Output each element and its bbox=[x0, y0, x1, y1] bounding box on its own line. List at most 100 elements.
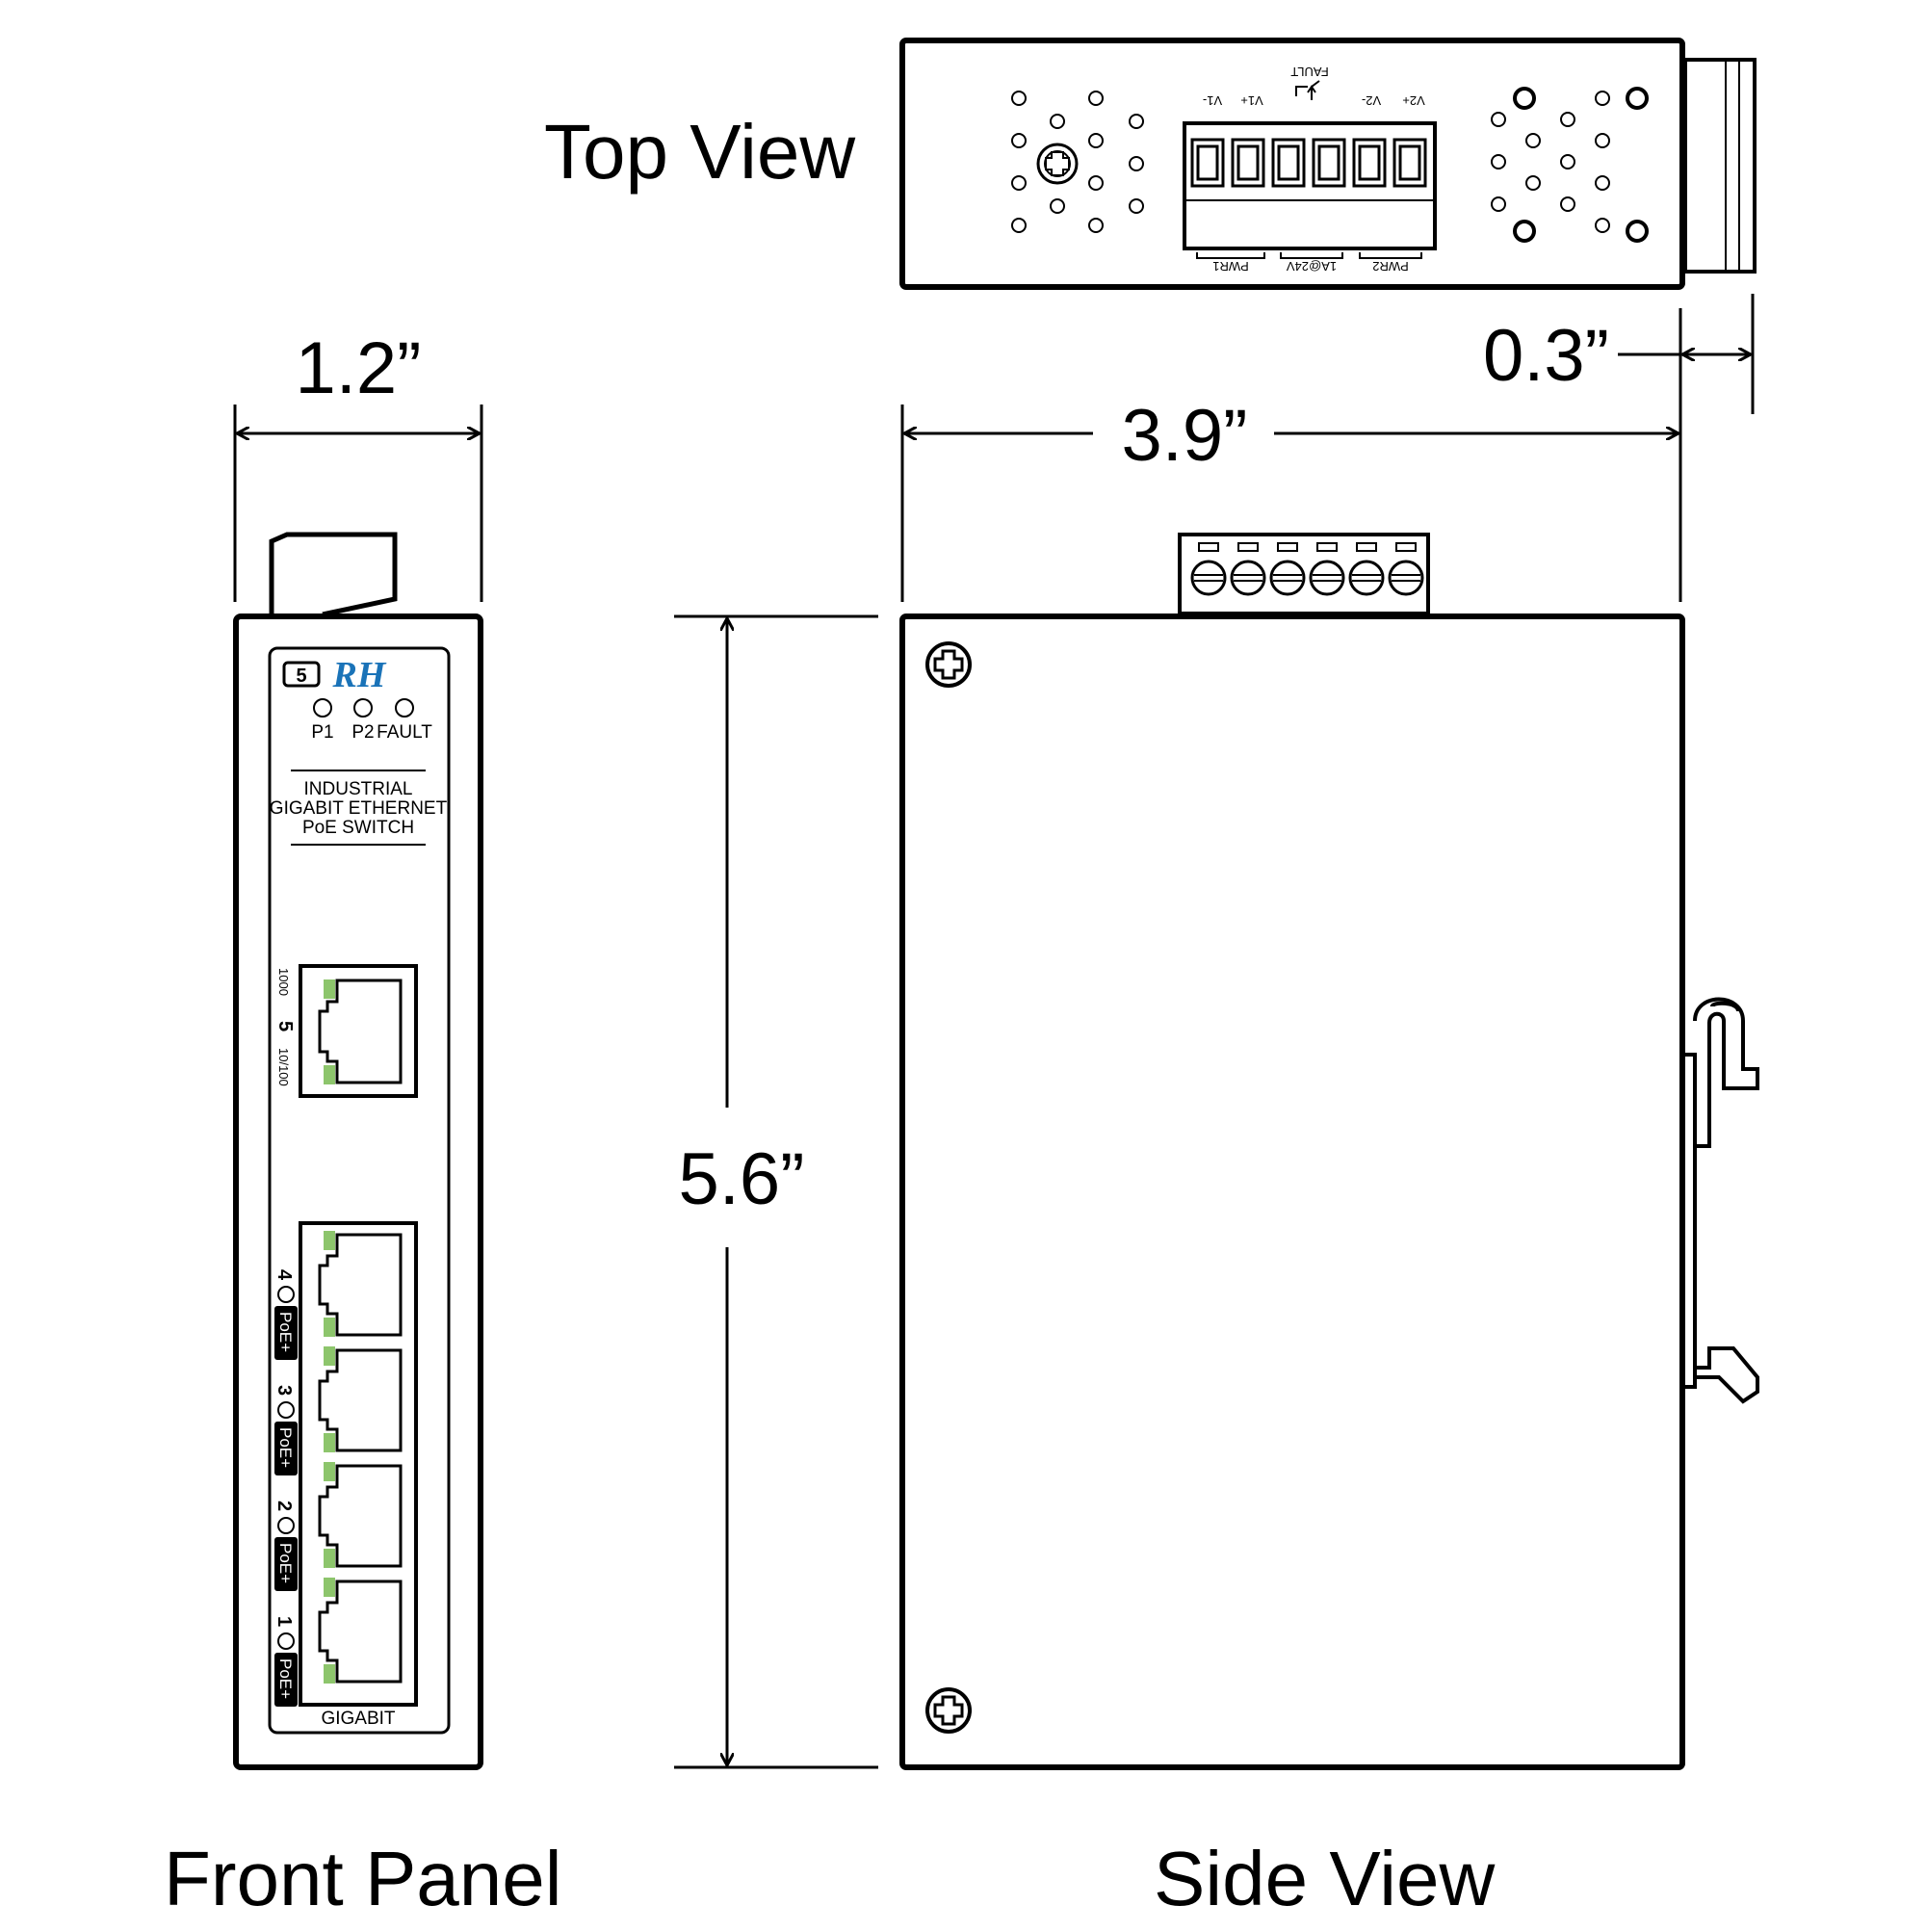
height-dimension-label: 5.6” bbox=[679, 1138, 805, 1220]
uplink-speed-high: 1000 bbox=[276, 968, 291, 996]
side-housing bbox=[899, 614, 1685, 1770]
led-fault-icon bbox=[395, 698, 414, 718]
side-screw-top-icon bbox=[925, 641, 972, 688]
terminal-plug-front bbox=[269, 532, 398, 617]
brand-logo: RH bbox=[332, 655, 387, 695]
side-screw-bottom-icon bbox=[925, 1687, 972, 1734]
din-clip-dimension: 0.3” bbox=[1483, 294, 1755, 414]
status-leds bbox=[313, 698, 414, 718]
led-p1-icon bbox=[313, 698, 332, 718]
din-clip-dimension-label: 0.3” bbox=[1483, 315, 1609, 397]
group-label-rating: 1A@24V bbox=[1287, 259, 1338, 274]
side-view bbox=[899, 533, 1759, 1770]
port-led-icon bbox=[324, 1549, 335, 1568]
din-clip-top bbox=[1683, 58, 1757, 274]
pin-label-v1-plus: V1+ bbox=[1240, 93, 1263, 108]
pin-label-v2-minus: V2- bbox=[1362, 93, 1381, 108]
terminal-slots bbox=[1190, 138, 1427, 188]
led-label-p1: P1 bbox=[311, 722, 333, 743]
product-line-3: PoE SWITCH bbox=[302, 818, 414, 838]
terminal-slot-inner bbox=[1317, 144, 1340, 181]
poe-badge bbox=[274, 1306, 298, 1360]
depth-dimension: 3.9” bbox=[900, 308, 1682, 602]
pin-label-v2-plus: V2+ bbox=[1402, 93, 1425, 108]
top-view-label: Top View bbox=[544, 109, 855, 195]
poe-badge-text: PoE+ bbox=[276, 1312, 295, 1352]
top-view: V1- V1+ FAULT V2- V2+ PWR1 1A@24V PWR2 bbox=[899, 38, 1757, 290]
pin-label-fault: FAULT bbox=[1290, 65, 1329, 79]
din-rail-clip bbox=[1680, 997, 1759, 1404]
port-group-label: GIGABIT bbox=[321, 1709, 395, 1729]
front-panel: 5 RH P1 P2 FAULT INDUSTRIAL GIGABIT ETHE… bbox=[233, 532, 483, 1770]
width-dimension: 1.2” bbox=[233, 327, 483, 602]
terminal-release-slot bbox=[1237, 542, 1259, 552]
group-label-pwr1: PWR1 bbox=[1212, 259, 1249, 274]
pin-label-v1-minus: V1- bbox=[1203, 93, 1222, 108]
port-led-icon bbox=[324, 1065, 335, 1084]
led-p2-icon bbox=[353, 698, 373, 718]
terminal-release-slot bbox=[1277, 542, 1298, 552]
poe-port-number: 1 bbox=[273, 1616, 295, 1627]
poe-badge bbox=[274, 1537, 298, 1591]
port-led-icon bbox=[324, 1346, 335, 1366]
poe-led-icon bbox=[277, 1286, 295, 1303]
port-led-icon bbox=[324, 1231, 335, 1250]
terminal-group-labels: PWR1 1A@24V PWR2 bbox=[1196, 252, 1422, 274]
model-badge-text: 5 bbox=[296, 666, 306, 687]
terminal-release-slot bbox=[1395, 542, 1417, 552]
product-line-2: GIGABIT ETHERNET bbox=[270, 798, 448, 819]
poe-badge-text: PoE+ bbox=[276, 1543, 295, 1583]
poe-led-icon bbox=[277, 1632, 295, 1650]
port-led-icon bbox=[324, 979, 335, 999]
side-view-label: Side View bbox=[1154, 1836, 1496, 1921]
model-badge: 5 bbox=[282, 661, 321, 688]
top-vents-left bbox=[1011, 91, 1144, 233]
depth-dimension-label: 3.9” bbox=[1122, 395, 1248, 477]
terminal-release-slot bbox=[1316, 542, 1338, 552]
port-led-icon bbox=[324, 1578, 335, 1597]
terminal-screw-icon bbox=[1230, 560, 1266, 596]
terminal-screw-icon bbox=[1309, 560, 1345, 596]
port-led-icon bbox=[324, 1664, 335, 1684]
terminal-slot-inner bbox=[1358, 144, 1381, 181]
relay-symbol-icon bbox=[1295, 80, 1320, 100]
terminal-slot-inner bbox=[1196, 144, 1219, 181]
front-panel-label: Front Panel bbox=[164, 1836, 562, 1921]
group-label-pwr2: PWR2 bbox=[1372, 259, 1409, 274]
poe-port-number: 2 bbox=[273, 1501, 295, 1511]
mounting-holes-top bbox=[1513, 87, 1649, 243]
rj45-port-icon bbox=[318, 1464, 403, 1568]
poe-badge bbox=[274, 1653, 298, 1707]
poe-led-icon bbox=[277, 1401, 295, 1419]
side-terminal-screws bbox=[1190, 542, 1424, 596]
port-led-icon bbox=[324, 1318, 335, 1337]
port-led-icon bbox=[324, 1433, 335, 1452]
uplink-port-number: 5 bbox=[274, 1021, 296, 1031]
poe-port-number: 4 bbox=[273, 1269, 295, 1281]
terminal-slot-inner bbox=[1398, 144, 1421, 181]
ground-screw-icon bbox=[1036, 143, 1079, 185]
product-line-1: INDUSTRIAL bbox=[304, 779, 413, 799]
poe-badge-text: PoE+ bbox=[276, 1427, 295, 1468]
rj45-port-icon bbox=[318, 1348, 403, 1452]
poe-badge bbox=[274, 1422, 298, 1475]
port-led-icon bbox=[324, 1462, 335, 1481]
terminal-release-slot bbox=[1356, 542, 1377, 552]
uplink-port-5 bbox=[299, 964, 418, 1098]
terminal-screw-icon bbox=[1348, 560, 1385, 596]
rj45-port-icon bbox=[318, 979, 403, 1084]
terminal-release-slot bbox=[1198, 542, 1219, 552]
width-dimension-label: 1.2” bbox=[296, 327, 422, 409]
terminal-slot-inner bbox=[1236, 144, 1260, 181]
led-label-fault: FAULT bbox=[377, 722, 432, 743]
rj45-port-icon bbox=[318, 1233, 403, 1337]
uplink-speed-low: 10/100 bbox=[276, 1048, 291, 1086]
rj45-port-icon bbox=[318, 1580, 403, 1684]
poe-port-number: 3 bbox=[273, 1385, 295, 1396]
terminal-block-side bbox=[1178, 533, 1430, 615]
